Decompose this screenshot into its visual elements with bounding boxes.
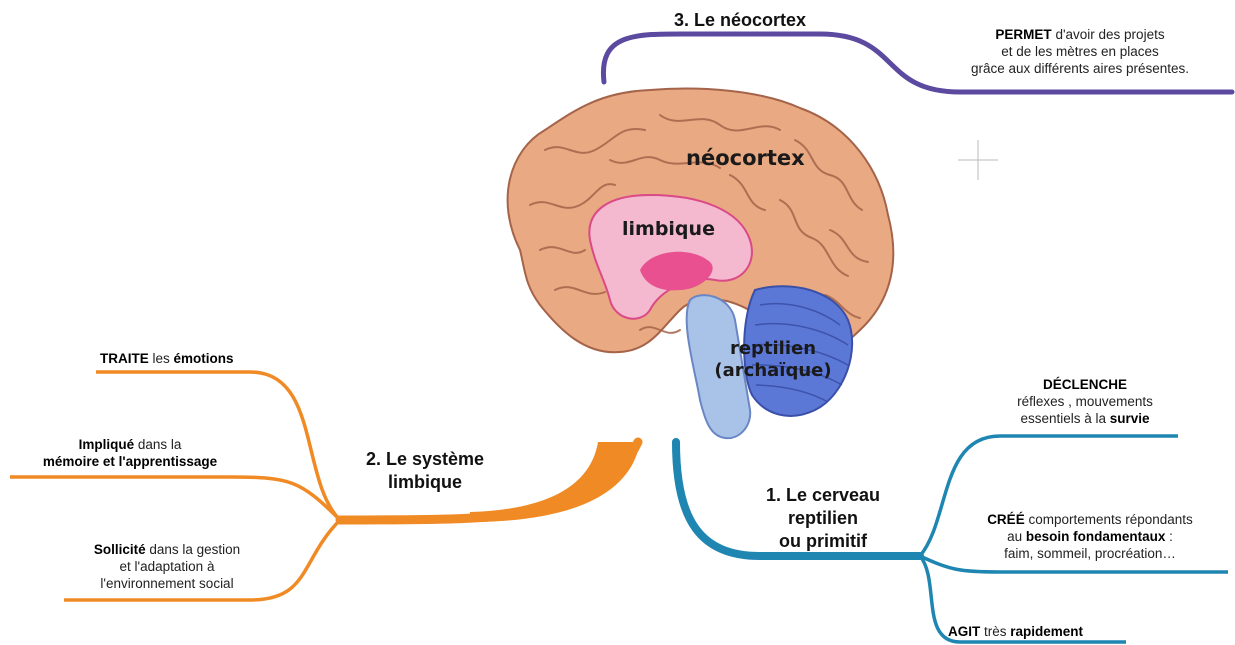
reptilian-leaf-2-bold1: CRÉÉ bbox=[987, 512, 1025, 527]
reptilian-leaf-2-line2b: : bbox=[1165, 529, 1173, 544]
reptilian-leaf-2-rest: comportements répondants bbox=[1025, 512, 1193, 527]
limbic-leaf-2: Impliqué dans la mémoire et l'apprentiss… bbox=[10, 436, 250, 470]
limbic-leaf-3: Sollicité dans la gestion et l'adaptatio… bbox=[62, 541, 272, 592]
limbic-leaf-3-rest: dans la gestion bbox=[146, 542, 241, 557]
limbic-title-line2: limbique bbox=[340, 471, 510, 494]
limbic-leaf-1: TRAITE les émotions bbox=[100, 350, 234, 367]
limbic-leaf-3-line2: et l'adaptation à bbox=[62, 558, 272, 575]
brain-label-reptilian: reptilien (archaïque) bbox=[698, 338, 848, 382]
limbic-leaf-2-rest: dans la bbox=[134, 437, 181, 452]
limbic-leaf-1-bold2: émotions bbox=[174, 351, 234, 366]
reptilian-title: 1. Le cerveau reptilien ou primitif bbox=[738, 484, 908, 553]
neocortex-title: 3. Le néocortex bbox=[640, 9, 840, 32]
brain-illustration bbox=[508, 89, 894, 439]
reptilian-leaf-2-line2a: au bbox=[1007, 529, 1026, 544]
reptilian-title-line2: reptilien bbox=[738, 507, 908, 530]
neocortex-leaf-bold: PERMET bbox=[995, 27, 1051, 42]
neocortex-leaf-line3: grâce aux différents aires présentes. bbox=[930, 60, 1230, 77]
limbic-branch-2 bbox=[10, 477, 340, 520]
reptilian-leaf-1-line3bold: survie bbox=[1110, 411, 1150, 426]
reptilian-leaf-3-bold1: AGIT bbox=[948, 624, 980, 639]
limbic-title: 2. Le système limbique bbox=[340, 448, 510, 494]
limbic-leaf-2-bold2: mémoire et l'apprentissage bbox=[43, 454, 217, 469]
reptilian-leaf-2-line3: faim, sommeil, procréation… bbox=[950, 545, 1230, 562]
reptilian-leaf-1-line3a: essentiels à la bbox=[1020, 411, 1109, 426]
brain-label-reptilian-line2: (archaïque) bbox=[698, 360, 848, 382]
crosshair-mark bbox=[958, 140, 998, 180]
limbic-leaf-2-bold1: Impliqué bbox=[79, 437, 135, 452]
reptilian-leaf-2-line2bold: besoin fondamentaux bbox=[1026, 529, 1166, 544]
limbic-leaf-1-mid: les bbox=[149, 351, 174, 366]
neocortex-leaf: PERMET d'avoir des projets et de les mèt… bbox=[930, 26, 1230, 77]
limbic-leaf-3-line3: l'environnement social bbox=[62, 575, 272, 592]
reptilian-leaf-3-mid: très bbox=[980, 624, 1010, 639]
neocortex-leaf-line2: et de les mètres en places bbox=[930, 43, 1230, 60]
reptilian-leaf-1-bold1: DÉCLENCHE bbox=[1043, 377, 1127, 392]
reptilian-leaf-3-bold2: rapidement bbox=[1010, 624, 1083, 639]
limbic-title-line1: 2. Le système bbox=[340, 448, 510, 471]
reptilian-leaf-3: AGIT très rapidement bbox=[948, 623, 1083, 640]
brain-label-limbic: limbique bbox=[622, 218, 715, 240]
limbic-leaf-3-bold1: Sollicité bbox=[94, 542, 146, 557]
reptilian-title-line3: ou primitif bbox=[738, 530, 908, 553]
reptilian-leaf-1: DÉCLENCHE réflexes , mouvements essentie… bbox=[975, 376, 1195, 427]
neocortex-leaf-line1: d'avoir des projets bbox=[1052, 27, 1165, 42]
brain-label-reptilian-line1: reptilien bbox=[698, 338, 848, 360]
reptilian-title-line1: 1. Le cerveau bbox=[738, 484, 908, 507]
reptilian-leaf-2: CRÉÉ comportements répondants au besoin … bbox=[950, 511, 1230, 562]
limbic-leaf-1-bold1: TRAITE bbox=[100, 351, 149, 366]
reptilian-leaf-1-line2: réflexes , mouvements bbox=[975, 393, 1195, 410]
brain-label-neocortex: néocortex bbox=[686, 146, 805, 170]
